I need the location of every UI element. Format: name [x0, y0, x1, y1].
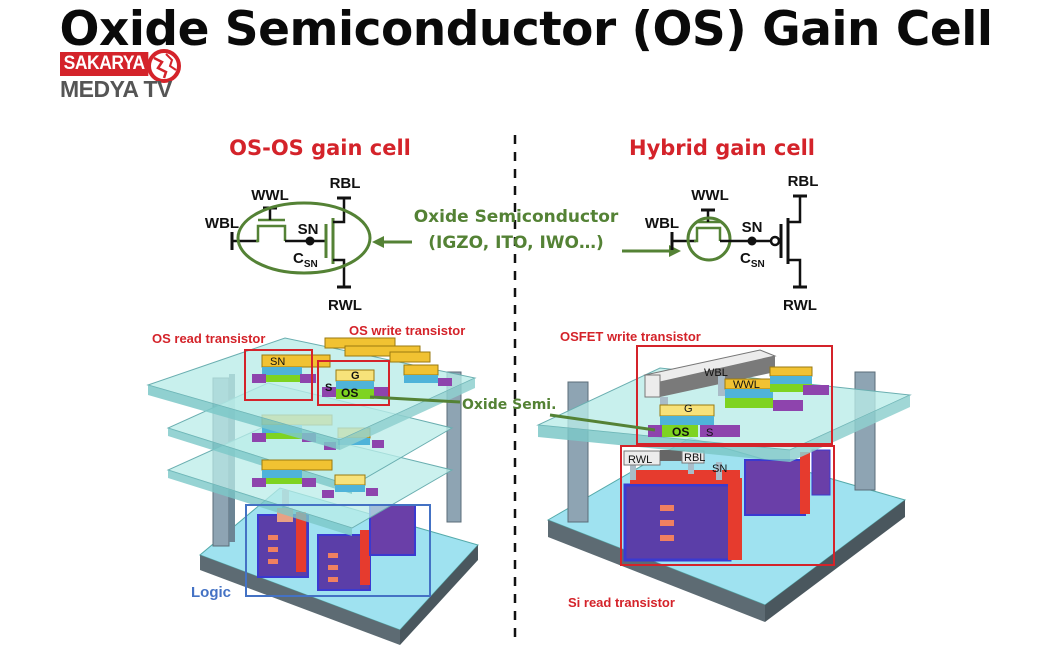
oxide-materials-label: (IGZO, ITO, IWO…) [428, 233, 604, 253]
right-rwl-tag: RWL [628, 454, 652, 466]
right-wwl-tag: WWL [733, 379, 760, 391]
left-g-tag: G [351, 370, 360, 382]
arrow-left-icon [372, 236, 412, 248]
left-csn-label: CSN [293, 250, 318, 270]
left-sn-tag: SN [270, 356, 285, 368]
left-rbl-label: RBL [330, 175, 361, 192]
hybrid-schematic [670, 194, 807, 289]
right-rbl-label: RBL [788, 173, 819, 190]
os-os-3d-stack [146, 337, 479, 645]
right-rwl-label: RWL [783, 297, 817, 314]
left-sn-label: SN [298, 221, 319, 238]
globe-icon [147, 49, 181, 83]
right-os-tag: OS [672, 425, 689, 439]
logo-line1: SAKARYA [60, 52, 149, 76]
logo-line2: MEDYA TV [60, 76, 172, 102]
si-read-transistor-label: Si read transistor [568, 595, 675, 610]
right-sn-label: SN [742, 219, 763, 236]
right-g-tag: G [684, 403, 693, 415]
right-s-tag: S [706, 427, 713, 439]
right-sn-tag: SN [712, 463, 727, 475]
oxide-semiconductor-label: Oxide Semiconductor [414, 207, 619, 227]
os-read-transistor-label: OS read transistor [152, 331, 265, 346]
osfet-write-transistor-label: OSFET write transistor [560, 329, 701, 344]
right-heading: Hybrid gain cell [629, 136, 815, 160]
right-wwl-label: WWL [691, 187, 728, 204]
right-wbl-tag: WBL [704, 367, 728, 379]
slide-title: Oxide Semiconductor (OS) Gain Cell [59, 2, 993, 57]
logic-label: Logic [191, 584, 231, 601]
right-rbl-tag: RBL [684, 452, 705, 464]
left-wwl-label: WWL [251, 187, 288, 204]
channel-logo: SAKARYA MEDYA TV [60, 49, 190, 105]
os-os-schematic [230, 196, 372, 289]
oxide-semi-label: Oxide Semi. [462, 397, 556, 413]
right-csn-label: CSN [740, 250, 765, 270]
left-wbl-label: WBL [205, 215, 239, 232]
os-write-transistor-label: OS write transistor [349, 323, 465, 338]
left-os-tag: OS [341, 386, 358, 400]
hybrid-3d-stack [536, 345, 912, 622]
left-heading: OS-OS gain cell [229, 136, 411, 160]
left-s-tag: S [325, 382, 332, 394]
left-rwl-label: RWL [328, 297, 362, 314]
right-wbl-label: WBL [645, 215, 679, 232]
